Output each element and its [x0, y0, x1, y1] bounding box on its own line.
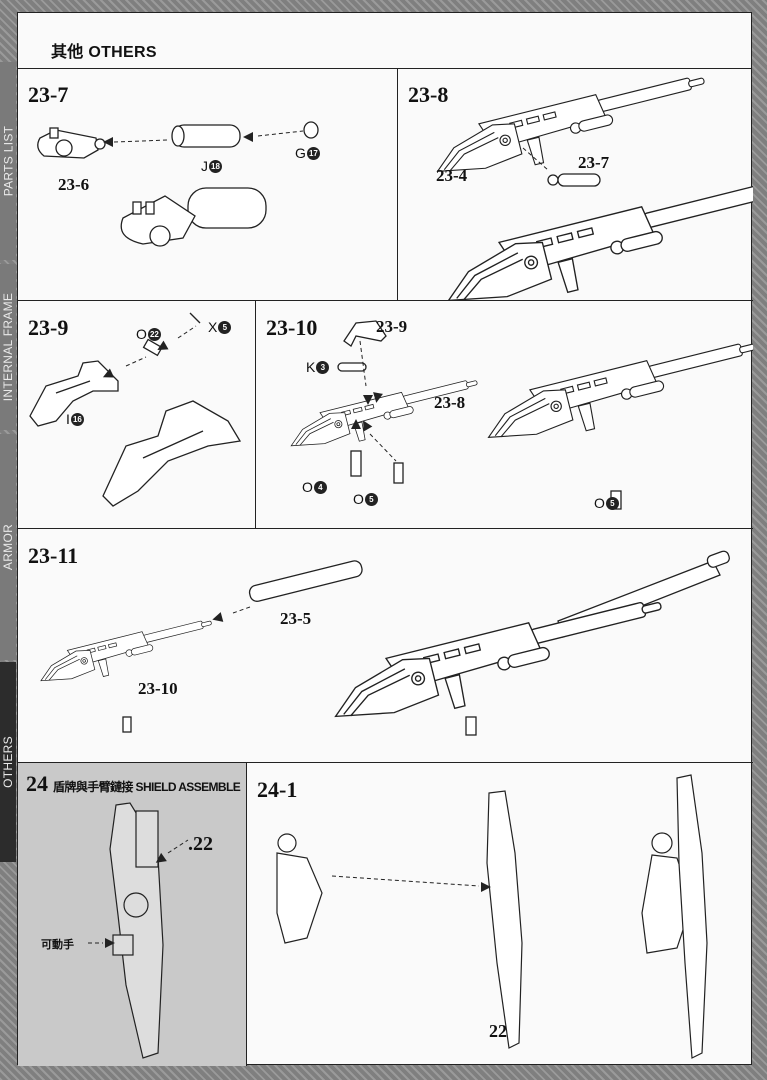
part-letter: G	[295, 145, 306, 161]
step-23-11-diagram	[34, 550, 730, 738]
part-label: 23-9	[376, 317, 408, 336]
step-24: 24 盾牌與手臂鏈接 SHIELD ASSEMBLE .22 可動手	[18, 763, 247, 1066]
step-24-diagram	[88, 802, 189, 1059]
step-23-9-diagram	[29, 312, 242, 507]
step-description: 盾牌與手臂鏈接 SHIELD ASSEMBLE	[53, 780, 241, 794]
part-label: 23-5	[280, 609, 312, 628]
side-tab-internal-frame[interactable]: INTERNAL FRAME	[0, 264, 16, 430]
part-label: 23-4	[436, 166, 468, 185]
step-number: 23-7	[28, 82, 69, 107]
step-number: 23-11	[28, 543, 79, 568]
part-letter: O	[302, 479, 313, 495]
page-header: 其他 OTHERS	[18, 13, 751, 69]
step-23-8-diagram	[428, 68, 753, 301]
side-tab-others[interactable]: OTHERS	[0, 662, 16, 862]
part-letter: I	[66, 411, 70, 427]
step-24-1-diagram	[276, 774, 708, 1059]
part-number: 5	[218, 320, 232, 334]
step-number: 24	[26, 771, 48, 796]
part-label: 23-10	[138, 679, 178, 698]
part-letter: J	[201, 158, 208, 174]
part-number: 18	[209, 159, 222, 173]
step-number: 23-8	[408, 82, 449, 107]
part-label: .22	[188, 833, 213, 855]
side-tab-label: INTERNAL FRAME	[1, 292, 15, 402]
part-number: 3	[316, 360, 330, 374]
part-letter: O	[353, 491, 364, 507]
step-23-7-diagram	[37, 121, 319, 247]
part-letter: X	[208, 319, 218, 335]
side-tab-label: ARMOR	[1, 523, 16, 571]
step-24-heading: 24 盾牌與手臂鏈接 SHIELD ASSEMBLE	[26, 771, 241, 797]
part-number: 22	[147, 327, 161, 341]
side-tab-parts-list[interactable]: PARTS LIST	[0, 62, 16, 260]
side-tab-label: OTHERS	[1, 736, 15, 788]
part-label: 23-8	[434, 393, 466, 412]
part-letter: K	[306, 359, 316, 375]
step-24-1: 24-1 22	[247, 763, 753, 1066]
part-label: 23-7	[578, 153, 610, 172]
part-letter: O	[594, 495, 605, 511]
step-23-10-diagram	[284, 320, 753, 510]
part-number: 16	[70, 412, 84, 426]
step-23-11: 23-11 23-5 23-10	[18, 529, 753, 763]
step-23-8: 23-8 23-4 23-7	[398, 68, 753, 301]
part-label: 23-6	[58, 175, 90, 194]
side-tab-label: PARTS LIST	[1, 125, 16, 197]
step-number: 24-1	[257, 777, 298, 802]
step-number: 23-9	[28, 315, 69, 340]
movable-hand-label: 可動手	[41, 939, 74, 951]
page-title: 其他 OTHERS	[51, 44, 157, 61]
part-number: 5	[605, 496, 619, 510]
part-number: 4	[313, 480, 327, 494]
side-tab-armor[interactable]: ARMOR	[0, 434, 16, 660]
part-label: 22	[489, 1021, 507, 1041]
part-number: 5	[364, 492, 378, 506]
part-letter: O	[136, 326, 147, 342]
part-number: 17	[306, 146, 320, 160]
step-number: 23-10	[266, 315, 318, 340]
